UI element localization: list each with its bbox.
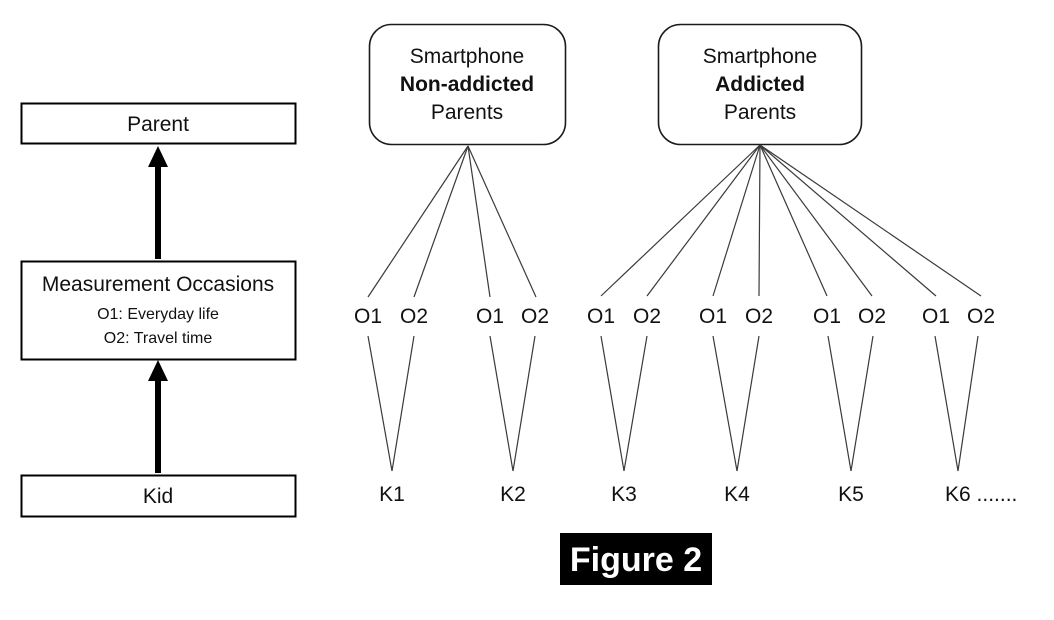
caption-label: Figure 2 (570, 541, 702, 579)
fan-line (759, 144, 982, 297)
fan-line (759, 144, 937, 297)
fan-line (646, 144, 761, 297)
occasion-label-o2: O2 (858, 305, 886, 328)
occasion-label-o1: O1 (813, 305, 841, 328)
addicted-line2: Addicted (715, 73, 805, 96)
arrow-occasions-to-parent (148, 146, 168, 259)
occasion2-definition: O2: Travel time (104, 330, 213, 347)
measurement-occasions-title: Measurement Occasions (42, 273, 274, 296)
arrow-up-head-icon (148, 360, 168, 381)
left-panel: Parent Measurement Occasions O1: Everyda… (20, 102, 297, 518)
occasion-label-o2: O2 (633, 305, 661, 328)
parent-box (20, 102, 297, 145)
kid-label: K5 (838, 483, 864, 506)
occasion-label-o1: O1 (699, 305, 727, 328)
v-line (623, 335, 648, 472)
v-line (934, 335, 959, 472)
occasion-label-o2: O2 (967, 305, 995, 328)
non-addicted-line1: Smartphone (410, 45, 524, 68)
occasion-label-o1: O1 (587, 305, 615, 328)
fan-line (712, 144, 761, 297)
fan-line (467, 145, 537, 298)
fan-line (758, 144, 761, 297)
figure-caption: Figure 2 (560, 533, 712, 585)
fan-line (413, 145, 469, 298)
arrow-kid-to-occasions (148, 360, 168, 473)
kid-box-label: Kid (143, 485, 173, 508)
v-line (712, 335, 738, 472)
fan-line (600, 144, 761, 297)
non-addicted-line2: Non-addicted (400, 73, 534, 96)
fan-line (759, 144, 828, 297)
non-addicted-parents-box (368, 23, 567, 146)
v-line (367, 335, 393, 472)
occasion-label-o1: O1 (476, 305, 504, 328)
v-line (391, 335, 415, 472)
v-line (600, 335, 625, 472)
kid-label: K3 (611, 483, 637, 506)
addicted-line3: Parents (724, 101, 796, 124)
v-line (850, 335, 874, 472)
v-line (827, 335, 852, 472)
group-addicted: Smartphone Addicted Parents (600, 23, 982, 297)
occasion-label-o1: O1 (354, 305, 382, 328)
addicted-line1: Smartphone (703, 45, 817, 68)
occasion-label-o2: O2 (400, 305, 428, 328)
measurement-occasions-box (20, 260, 297, 361)
arrow-up-head-icon (148, 146, 168, 167)
fan-line (367, 145, 469, 298)
occasion-label-o2: O2 (745, 305, 773, 328)
kid-label: K2 (500, 483, 526, 506)
kid-box (20, 474, 297, 518)
v-line (489, 335, 514, 472)
group-non-addicted: Smartphone Non-addicted Parents (367, 23, 567, 298)
occasion-to-kid-lines (367, 335, 979, 472)
occasion-labels-row: O1 O2 O1 O2 O1 O2 O1 O2 O1 O2 O1 O2 (354, 305, 995, 328)
non-addicted-line3: Parents (431, 101, 503, 124)
occasion-label-o2: O2 (521, 305, 549, 328)
fan-line (467, 145, 491, 298)
occasion1-definition: O1: Everyday life (97, 306, 219, 323)
kid-label: K4 (724, 483, 750, 506)
kid-label: K6 ....... (945, 483, 1017, 506)
kid-label: K1 (379, 483, 405, 506)
kid-labels-row: K1 K2 K3 K4 K5 K6 ....... (379, 483, 1017, 506)
parent-box-label: Parent (127, 113, 189, 136)
v-line (512, 335, 536, 472)
caption-background (560, 533, 712, 585)
fan-line (759, 144, 873, 297)
addicted-parents-box (657, 23, 863, 146)
v-line (957, 335, 979, 472)
occasion-label-o1: O1 (922, 305, 950, 328)
v-line (736, 335, 760, 472)
